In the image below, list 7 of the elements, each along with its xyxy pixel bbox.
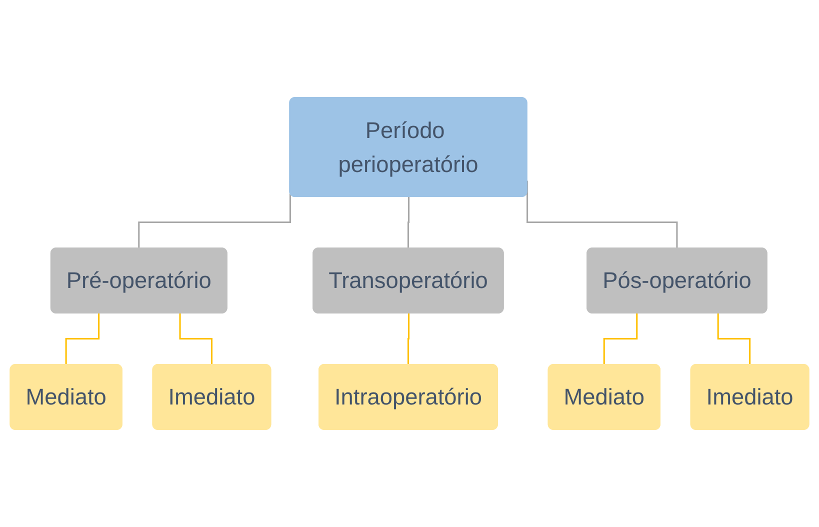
connector xyxy=(526,180,678,250)
connector xyxy=(603,314,638,366)
connector xyxy=(717,314,751,366)
connector xyxy=(179,314,213,366)
connector xyxy=(407,197,410,250)
connector xyxy=(407,314,410,366)
connector xyxy=(65,314,100,366)
